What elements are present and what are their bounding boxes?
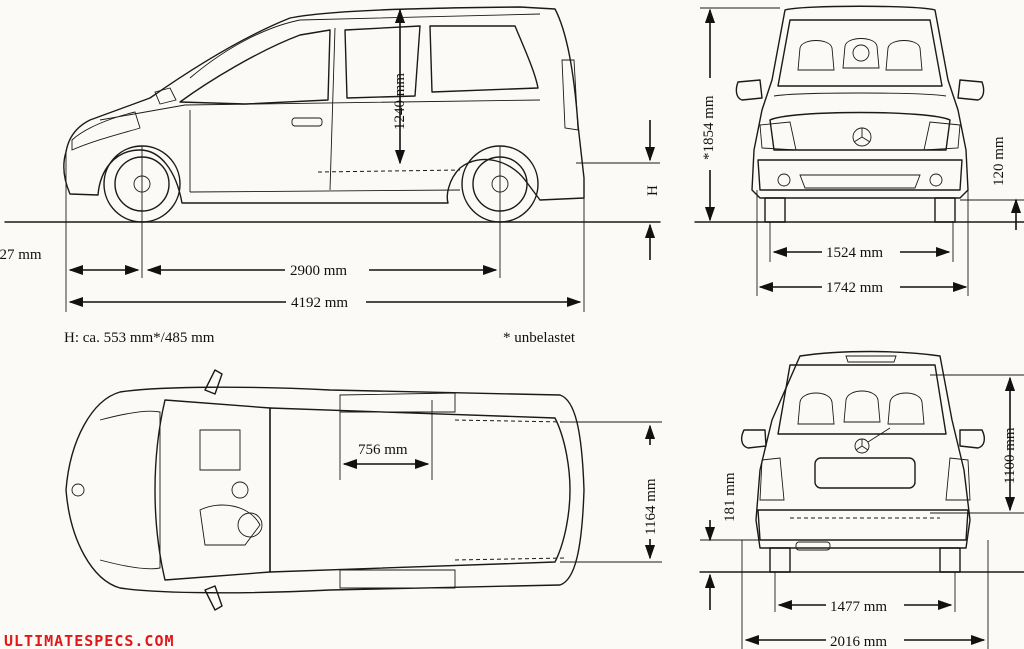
front-view: *1854 mm 120 mm 1524 mm 1742 mm: [694, 5, 1024, 296]
dim-h: H: [645, 185, 661, 196]
dim-120: 120 mm: [991, 136, 1007, 186]
top-view: 756 mm 1164 mm: [65, 369, 662, 611]
dim-1164: 1164 mm: [643, 478, 659, 535]
dim-4192: 4192 mm: [291, 295, 348, 311]
note-h-value: H: ca. 553 mm*/485 mm: [64, 330, 215, 346]
dim-756: 756 mm: [358, 442, 408, 458]
dim-181: 181 mm: [722, 472, 738, 522]
note-unladen: * unbelastet: [503, 330, 576, 346]
dim-1100: 1100 mm: [1002, 427, 1018, 484]
dim-1742: 1742 mm: [826, 280, 883, 296]
dim-1524: 1524 mm: [826, 245, 883, 261]
dim-2016: 2016 mm: [830, 634, 887, 649]
dim-1240: 1240 mm: [392, 73, 408, 130]
side-view: 1240 mm H 2900 mm 627 mm 4192 mm: [0, 6, 661, 312]
dim-627: 627 mm: [0, 247, 42, 263]
dim-1477: 1477 mm: [830, 599, 887, 615]
watermark: ULTIMATESPECS.COM: [4, 632, 175, 649]
rear-view: 1100 mm 181 mm 1477 mm 2016 mm: [699, 350, 1024, 649]
dim-1854: *1854 mm: [701, 95, 717, 160]
dim-2900: 2900 mm: [290, 263, 347, 279]
